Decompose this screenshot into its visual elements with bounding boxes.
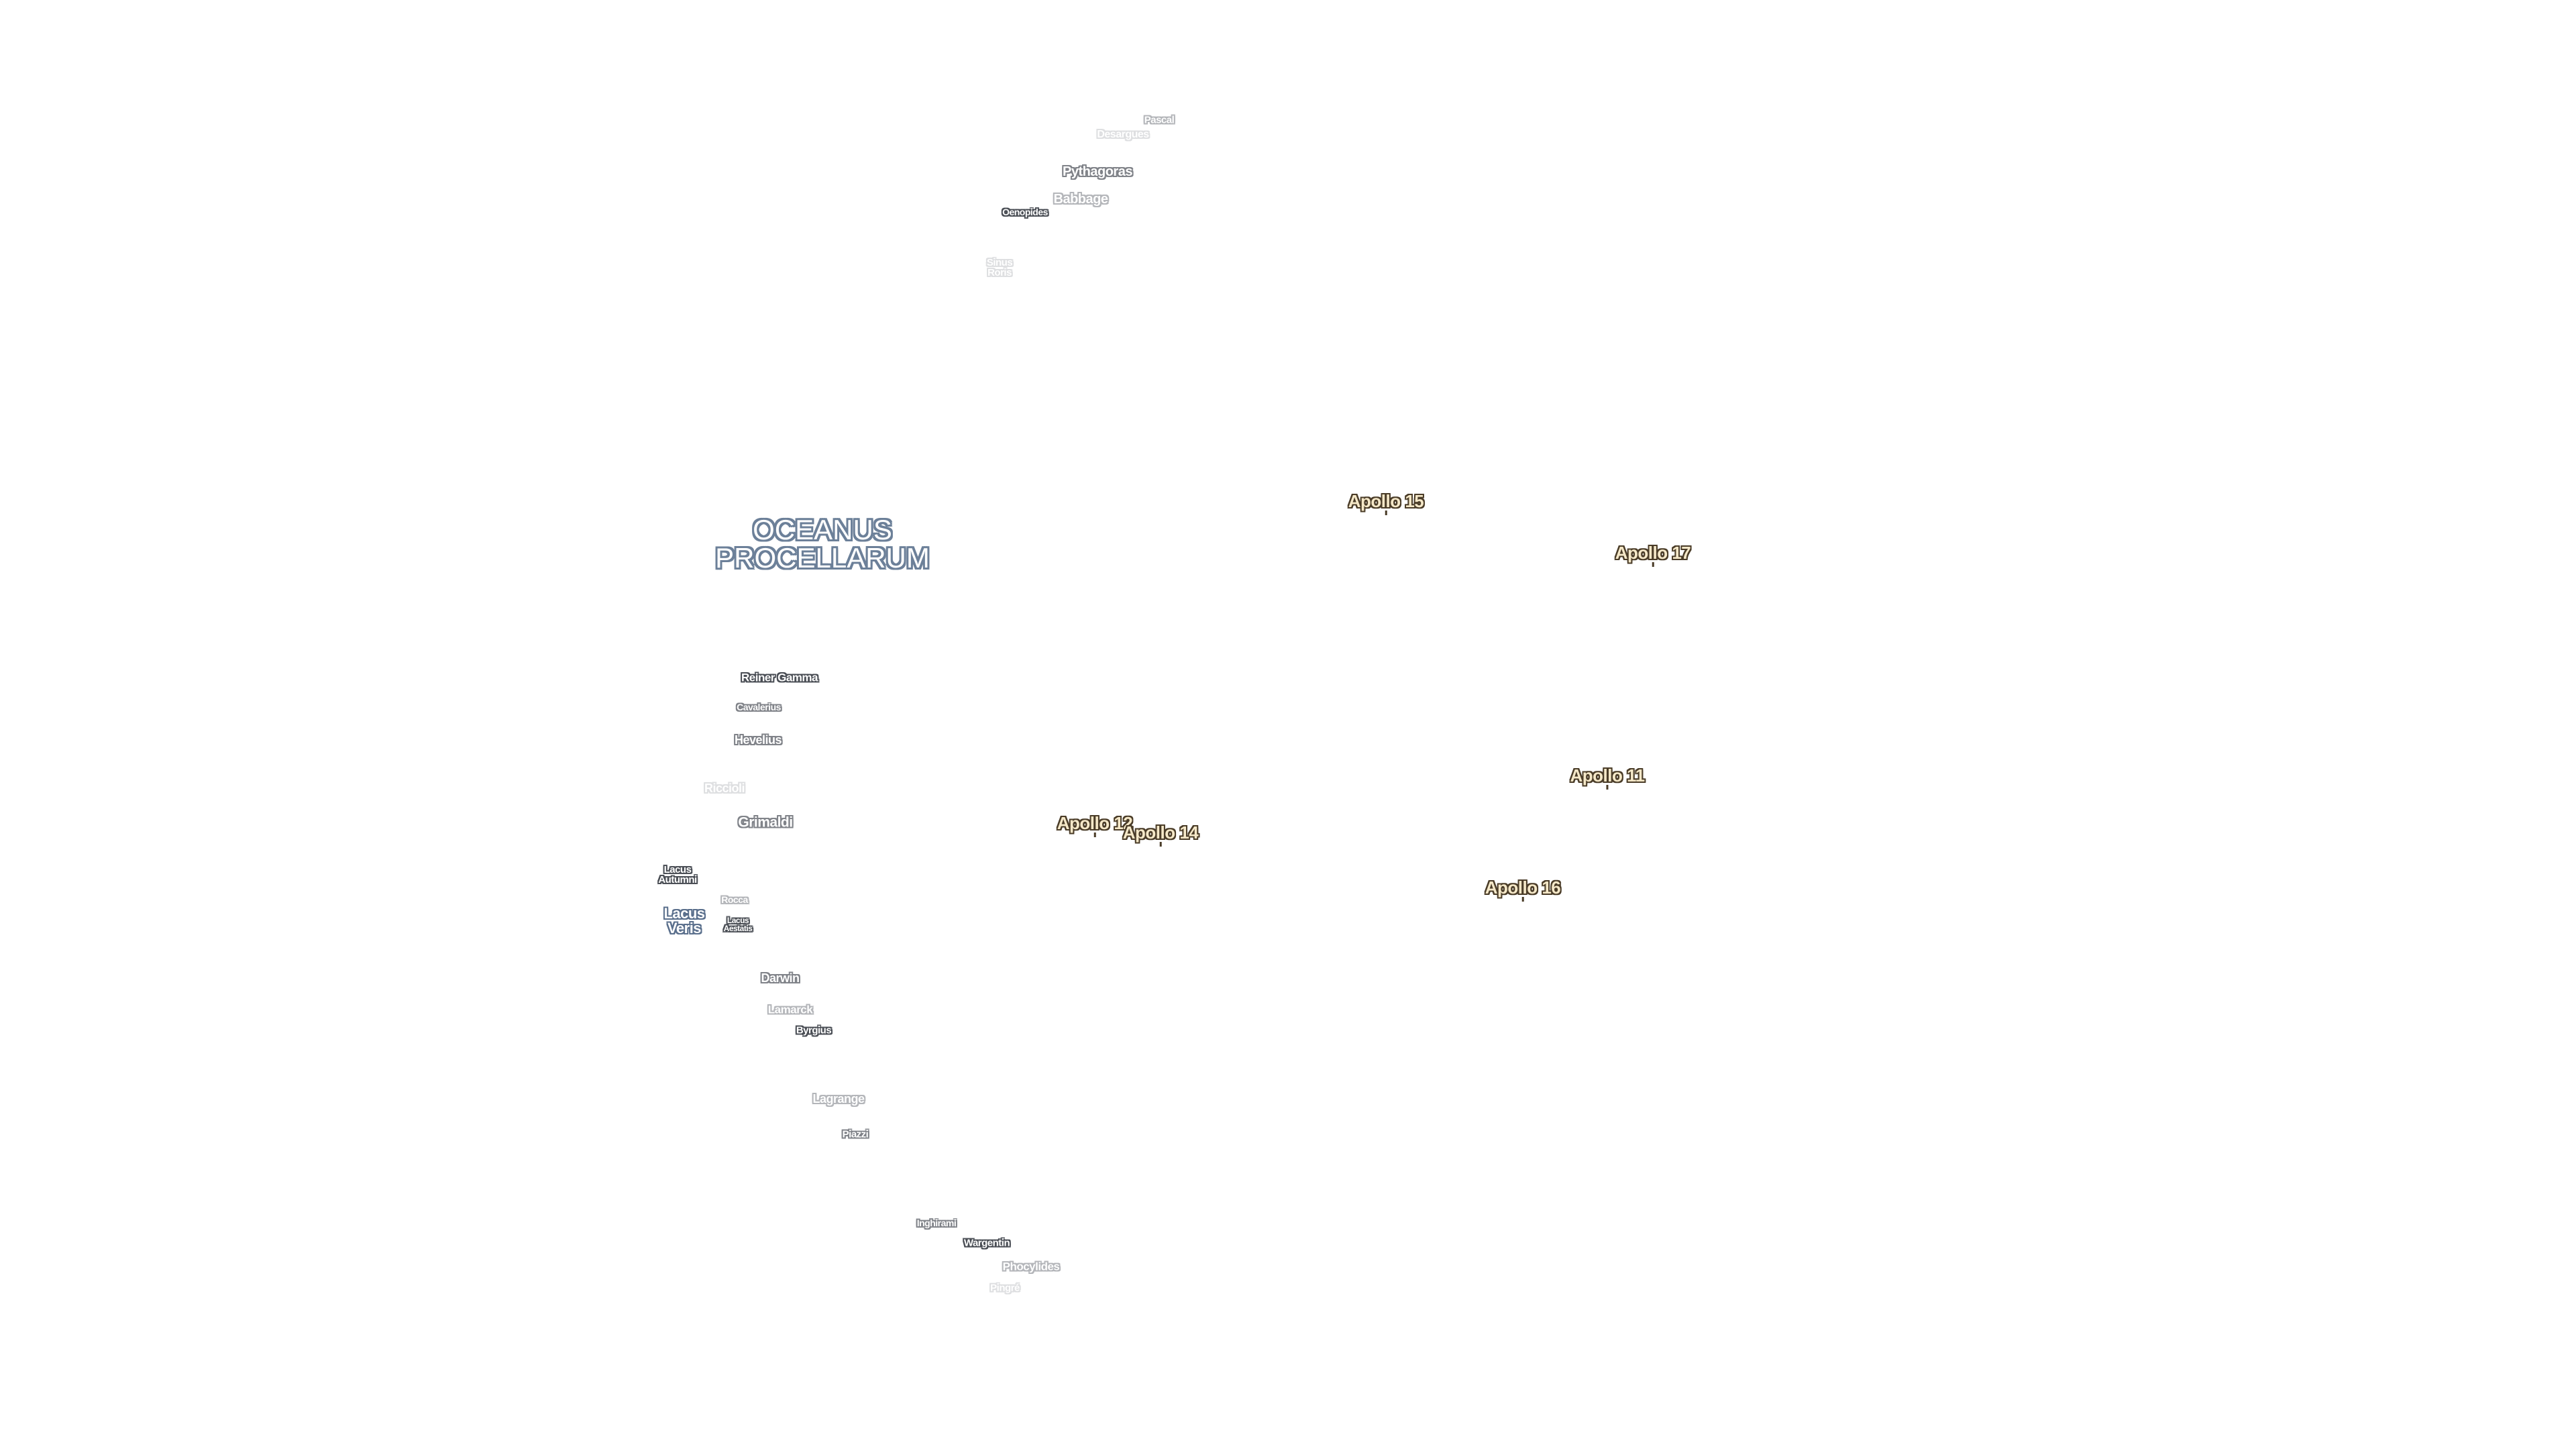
landing-marker-icon [1521, 897, 1524, 902]
label-lacus-autumni: Lacus Autumni [658, 864, 697, 885]
label-pingre: Pingré [990, 1282, 1020, 1294]
label-oceanus-procellarum: OCEANUS PROCELLARUM [715, 514, 930, 574]
apollo-16-site[interactable]: Apollo 16 [1485, 879, 1561, 902]
label-oenopides: Oenopides [1002, 207, 1048, 217]
label-cavalerius: Cavalerius [737, 702, 781, 712]
label-lacus-veris: Lacus Veris [663, 905, 705, 936]
label-pascal: Pascal [1144, 114, 1175, 126]
label-sinus-roris: Sinus Roris [986, 257, 1013, 278]
apollo-17-site[interactable]: Apollo 17 [1615, 544, 1691, 567]
label-grimaldi: Grimaldi [738, 814, 793, 830]
landing-marker-icon [1652, 562, 1654, 567]
label-darwin: Darwin [761, 971, 800, 985]
label-wargentin: Wargentin [963, 1237, 1010, 1249]
landing-marker-icon [1606, 785, 1609, 790]
label-rocca: Rocca [721, 894, 748, 905]
landing-marker-icon [1385, 511, 1387, 515]
label-hevelius: Hevelius [734, 733, 782, 747]
apollo-15-label: Apollo 15 [1348, 491, 1424, 511]
apollo-11-site[interactable]: Apollo 11 [1570, 765, 1645, 790]
label-phocylides: Phocylides [1002, 1260, 1060, 1273]
label-piazzi: Piazzi [842, 1128, 869, 1140]
apollo-14-label: Apollo 14 [1122, 822, 1199, 843]
label-babbage: Babbage [1053, 192, 1108, 207]
landing-marker-icon [1159, 842, 1162, 847]
label-pythagoras: Pythagoras [1063, 164, 1132, 179]
label-byrgius: Byrgius [796, 1024, 832, 1036]
apollo-17-label: Apollo 17 [1615, 543, 1691, 563]
apollo-16-label: Apollo 16 [1485, 877, 1561, 898]
label-desargues: Desargues [1097, 129, 1149, 140]
apollo-12-site[interactable]: Apollo 12 [1057, 814, 1133, 837]
apollo-11-label: Apollo 11 [1570, 765, 1645, 786]
apollo-14-site[interactable]: Apollo 14 [1123, 824, 1199, 847]
label-reiner-gamma: Reiner Gamma [741, 671, 818, 684]
label-lacus-aestatis: Lacus Aestatis [723, 916, 753, 933]
apollo-12-label: Apollo 12 [1057, 813, 1133, 833]
apollo-15-site[interactable]: Apollo 15 [1348, 492, 1424, 515]
label-inghirami: Inghirami [916, 1218, 957, 1228]
label-riccioli: Riccioli [704, 782, 745, 795]
label-lamarck: Lamarck [767, 1003, 813, 1016]
landing-marker-icon [1093, 833, 1096, 837]
label-lagrange: Lagrange [812, 1092, 865, 1106]
